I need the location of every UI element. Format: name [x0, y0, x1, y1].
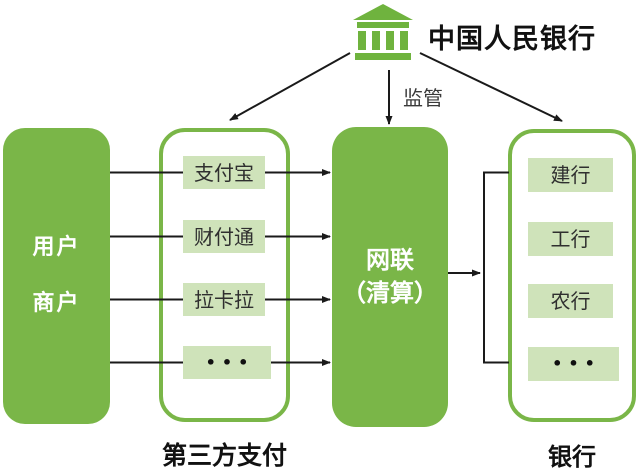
clearing-label-line2: （清算） [342, 279, 438, 307]
banks-caption: 银行 [548, 443, 596, 471]
left-diagonal-arrow [229, 52, 351, 121]
banks-bracket [483, 171, 509, 364]
supervision-label: 监管 [403, 86, 443, 110]
third-party-item-lakala: 拉卡拉 [183, 283, 265, 316]
central-bank-title: 中国人民银行 [428, 24, 596, 55]
bank-item-abc: 农行 [528, 284, 613, 318]
users-label: 用户 [32, 235, 81, 260]
third-party-caption: 第三方支付 [161, 441, 287, 470]
bank-item-ccb: 建行 [528, 158, 613, 192]
third-party-item-tenpay: 财付通 [183, 220, 265, 253]
third-party-item-alipay: 支付宝 [183, 156, 265, 189]
users-merchants-box: 用户 商户 [3, 128, 110, 424]
clearing-label-line1: 网联 [366, 246, 414, 275]
third-party-item-more: ••• [183, 346, 271, 379]
merchants-label: 商户 [32, 291, 81, 316]
bank-item-icbc: 工行 [528, 222, 613, 256]
bank-item-more: ••• [528, 347, 619, 381]
clearing-box: 网联 （清算） [332, 127, 448, 427]
bank-building-icon [353, 4, 413, 60]
